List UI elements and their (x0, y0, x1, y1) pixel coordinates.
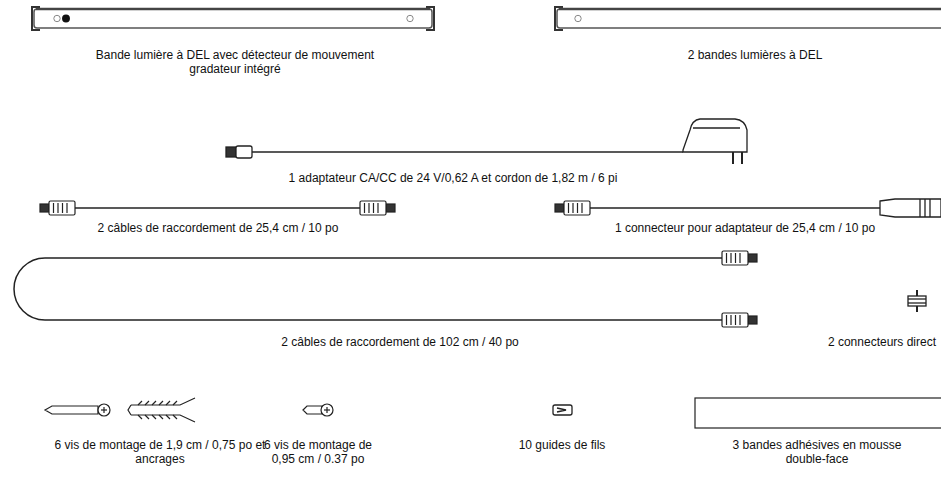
connector-plug (360, 201, 395, 215)
part-caption: 6 vis de montage de 0,95 cm / 0.37 po (253, 438, 383, 466)
part-caption: 2 connecteurs direct (790, 335, 936, 349)
part-caption: 2 câbles de raccordement de 102 cm / 40 … (270, 335, 530, 349)
part-caption: 2 câbles de raccordement de 25,4 cm / 10… (88, 221, 348, 235)
part-caption: 1 adaptateur CA/CC de 24 V/0,62 A et cor… (253, 171, 653, 185)
part-caption: 2 bandes lumières à DEL (680, 48, 830, 62)
part-caption: 6 vis de montage de 1,9 cm / 0,75 po et … (50, 438, 270, 466)
short-screw (303, 404, 333, 416)
part-caption: 1 connecteur pour adaptateur de 25,4 cm … (600, 221, 890, 235)
female-barrel (880, 199, 941, 217)
led-bar-sensor (32, 7, 434, 30)
part-caption: Bande lumière à DEL avec détecteur de mo… (80, 48, 390, 76)
part-caption: 3 bandes adhésives en mousse double-face (727, 438, 907, 466)
adhesive-strip (695, 398, 941, 428)
part-caption: 10 guides de fils (502, 438, 622, 452)
cable-connectors (40, 201, 757, 327)
connector-plug (722, 251, 757, 265)
led-bar (555, 7, 941, 30)
wire-guide (553, 405, 572, 415)
power-adapter (226, 119, 747, 164)
direct-connector (908, 290, 926, 312)
connector-plug (555, 201, 590, 215)
connector-plug (40, 201, 75, 215)
connector-plug (722, 313, 757, 327)
mounting-screw-anchor (45, 398, 195, 422)
